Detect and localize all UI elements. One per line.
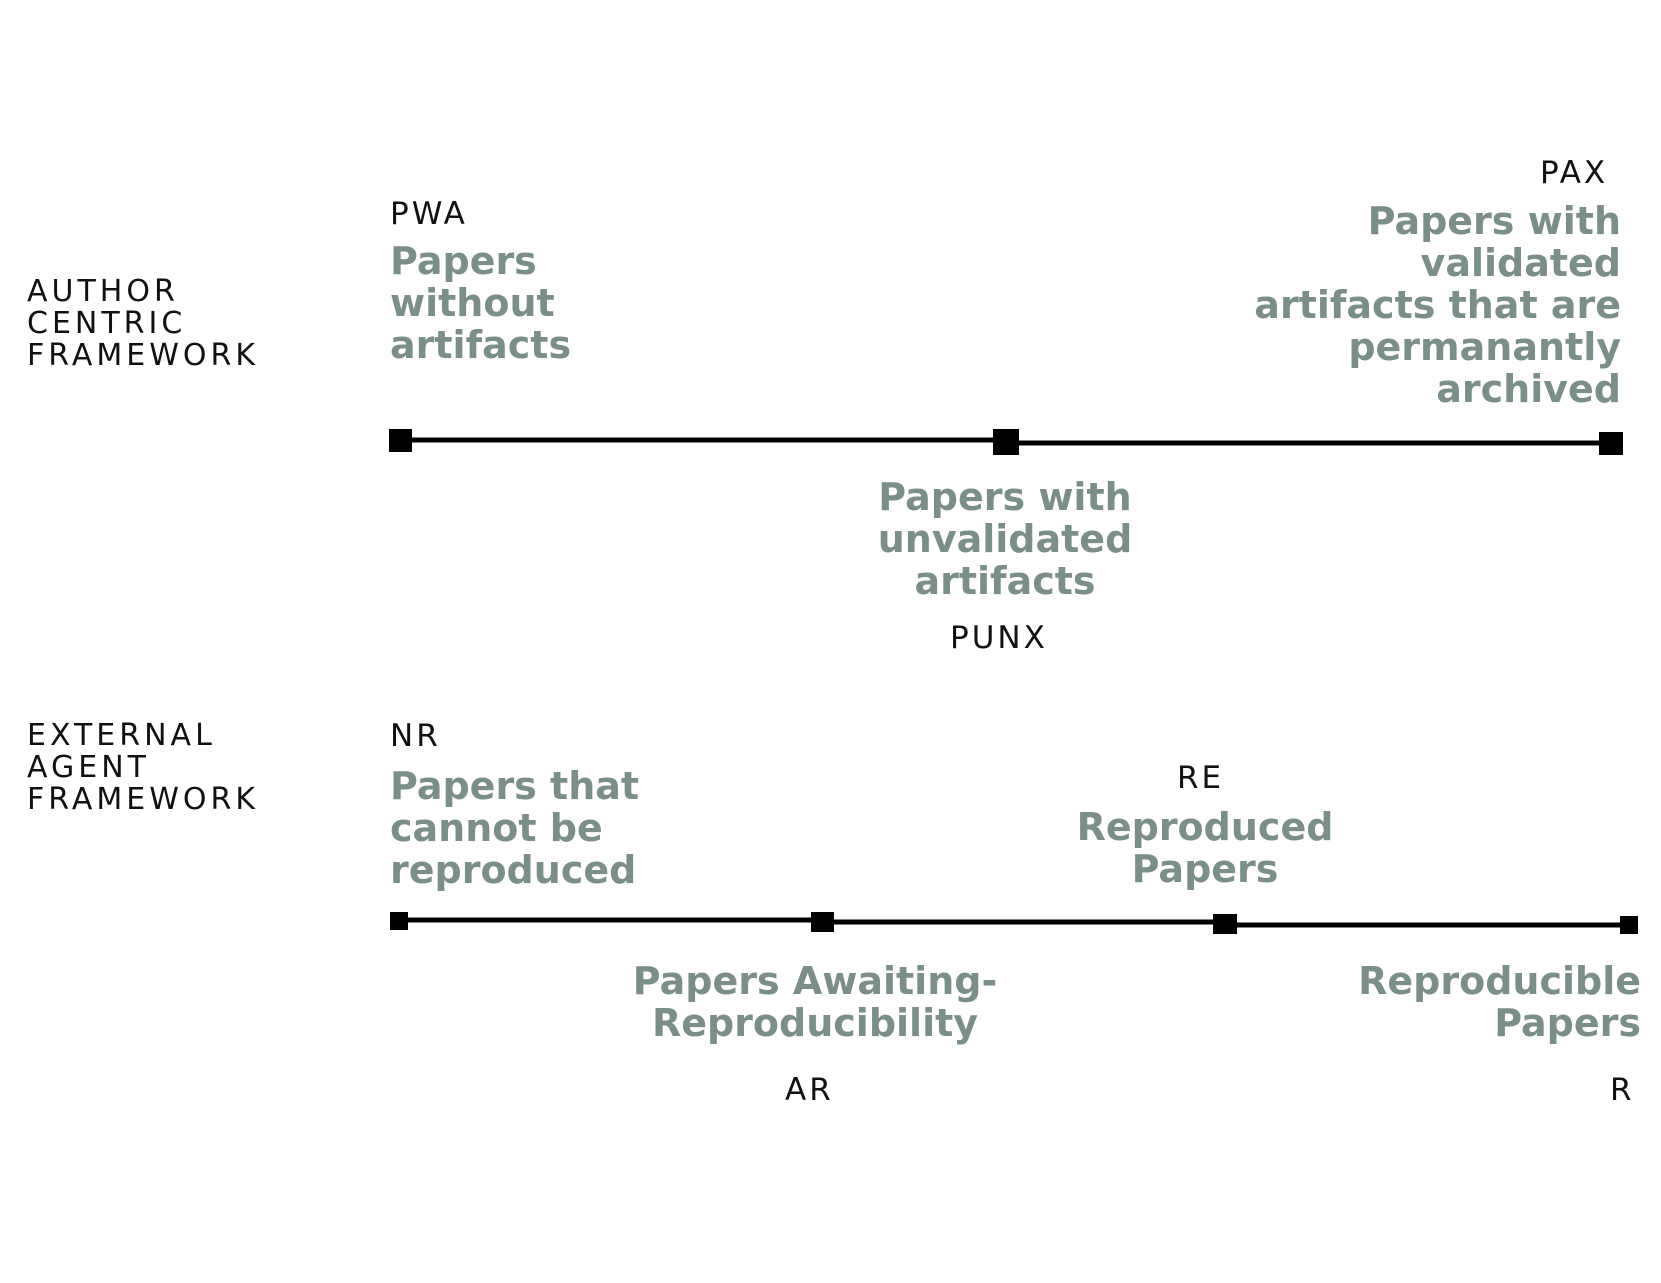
stage-description-re: Reproduced Papers xyxy=(1076,805,1334,891)
stage-code-pwa: PWA xyxy=(390,196,468,232)
author-framework-label: AUTHOR CENTRIC FRAMEWORK xyxy=(27,274,260,373)
external-marker-r xyxy=(1620,916,1638,934)
stage-code-ar: AR xyxy=(785,1072,834,1108)
stage-description-punx: Papers with unvalidated artifacts xyxy=(877,475,1133,603)
stage-code-nr: NR xyxy=(390,718,441,754)
stage-description-pax: Papers with validated artifacts that are… xyxy=(1254,199,1621,411)
author-marker-pwa xyxy=(389,429,412,452)
external-marker-ar xyxy=(811,912,834,932)
stage-description-pwa: Papers without artifacts xyxy=(390,239,572,367)
stage-code-punx: PUNX xyxy=(950,620,1048,656)
author-marker-punx xyxy=(993,429,1019,455)
external-marker-nr xyxy=(390,912,408,930)
external-marker-re xyxy=(1213,914,1237,934)
stage-code-pax: PAX xyxy=(1540,155,1609,191)
stage-description-nr: Papers that cannot be reproduced xyxy=(390,764,640,892)
stage-description-ar: Papers Awaiting- Reproducibility xyxy=(632,959,998,1045)
external-timeline xyxy=(390,912,1638,934)
author-marker-pax xyxy=(1599,432,1623,455)
stage-description-r: Reproducible Papers xyxy=(1358,959,1641,1045)
stage-code-re: RE xyxy=(1177,760,1225,796)
external-framework-label: EXTERNAL AGENT FRAMEWORK xyxy=(27,718,260,817)
author-timeline xyxy=(389,429,1623,455)
stage-code-r: R xyxy=(1610,1072,1635,1108)
